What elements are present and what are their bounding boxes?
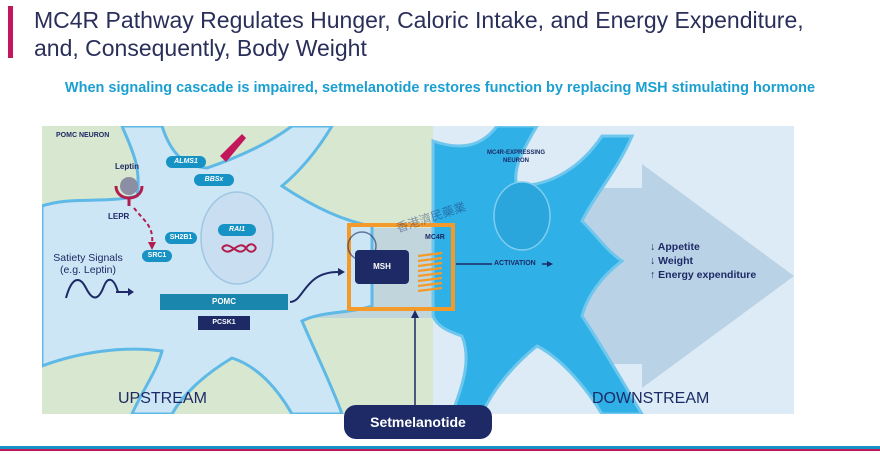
effect-appetite: ↓ Appetite: [650, 240, 756, 254]
diagram-shapes: [42, 126, 794, 414]
setmelanotide-label: Setmelanotide: [344, 405, 492, 439]
downstream-label: DOWNSTREAM: [592, 390, 710, 407]
mc4r-label: MC4R: [425, 234, 445, 241]
effect-weight: ↓ Weight: [650, 254, 756, 268]
rai1-pill: RAI1: [218, 224, 256, 236]
mc4r-neuron: [431, 126, 644, 414]
dashed-signal-arrow: [133, 207, 154, 245]
alms1-pill: ALMS1: [166, 156, 206, 168]
satiety-label-line1: Satiety Signals: [53, 252, 123, 264]
effect-energy: ↑ Energy expenditure: [650, 268, 756, 282]
lepr-icon: [114, 185, 144, 200]
slide-subtitle: When signaling cascade is impaired, setm…: [64, 80, 816, 96]
upstream-label: UPSTREAM: [118, 390, 207, 407]
pomc-nucleus: [200, 191, 274, 285]
leptin-label: Leptin: [115, 162, 139, 171]
effects-list: ↓ Appetite ↓ Weight ↑ Energy expenditure: [650, 240, 756, 282]
msh-box: MSH: [355, 250, 409, 284]
effect-energy-label: Energy expenditure: [658, 269, 757, 281]
pcsk1-box: PCSK1: [198, 316, 250, 330]
satiety-label: Satiety Signals (e.g. Leptin): [44, 252, 132, 276]
satiety-wave-icon: [65, 278, 119, 299]
activation-label: ACTIVATION: [494, 260, 536, 267]
leptin-icon: [120, 177, 138, 195]
mc4r-neuron-label: MC4R-EXPRESSING NEURON: [476, 149, 556, 165]
satiety-label-line2: (e.g. Leptin): [59, 264, 117, 276]
mc4r-receptor-icon: [417, 251, 443, 293]
pomc-to-msh-arrow: [289, 271, 339, 303]
alms1-dagger-icon: [220, 134, 246, 162]
slide-title: MC4R Pathway Regulates Hunger, Caloric I…: [34, 7, 804, 61]
bbsx-pill: BBSx: [194, 174, 234, 186]
src1-pill: SRC1: [142, 250, 172, 262]
pomc-neuron-label: POMC NEURON: [56, 132, 110, 139]
msh-mc4r-highlight: [347, 223, 455, 311]
lepr-label: LEPR: [108, 212, 130, 221]
down-arrow-icon: ↓: [650, 241, 656, 253]
pathway-diagram: POMC NEURON Leptin LEPR ALMS1 BBSx SH2B1…: [42, 126, 794, 414]
mc4r-neuron-label-line2: NEURON: [502, 158, 529, 164]
footer-line-blue: [0, 446, 880, 449]
sh2b1-pill: SH2B1: [165, 232, 197, 244]
mc4r-nucleus: [493, 181, 551, 251]
effect-appetite-label: Appetite: [657, 241, 700, 253]
pomc-bar: POMC: [160, 294, 288, 310]
downstream-arrow: [562, 164, 794, 388]
mc4r-neuron-label-line1: MC4R-EXPRESSING: [486, 150, 545, 156]
effect-weight-label: Weight: [658, 255, 693, 267]
up-arrow-icon: ↑: [650, 269, 656, 281]
footer-line-pink: [0, 449, 880, 451]
title-accent-bar: [8, 6, 13, 58]
down-arrow-icon: ↓: [650, 255, 656, 267]
